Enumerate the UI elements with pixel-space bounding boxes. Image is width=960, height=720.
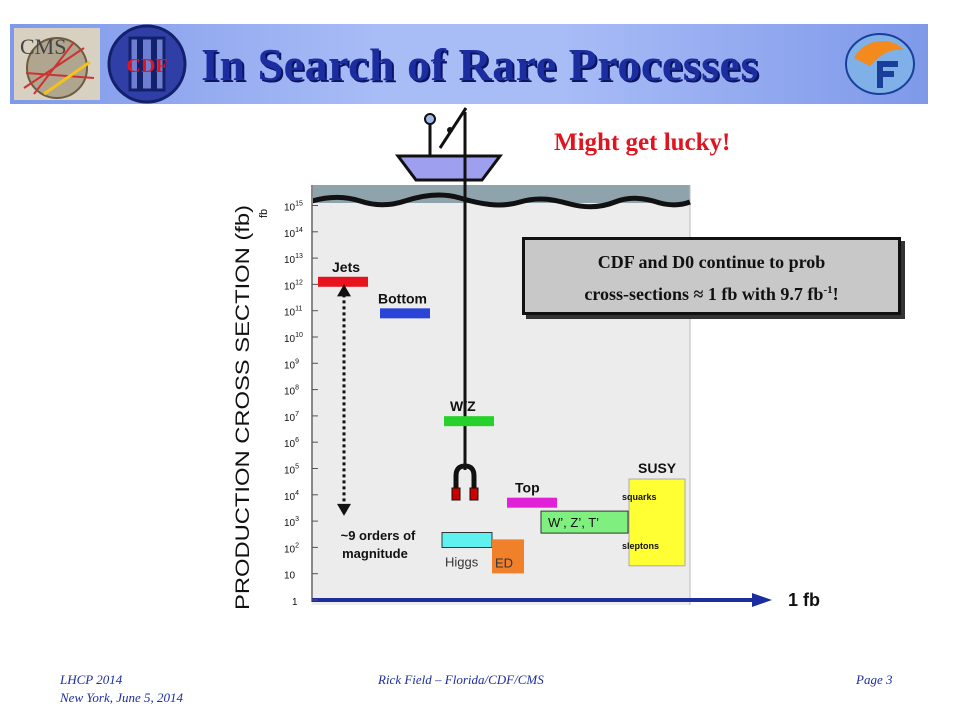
bar-wzt-prime xyxy=(540,510,629,534)
y-tick-label: 103 xyxy=(284,516,299,529)
bar-label: Higgs xyxy=(445,555,479,570)
bar-wz xyxy=(444,416,494,427)
orders-span: ~9 orders of magnitude xyxy=(337,284,416,561)
cdf-logo-text: CDF xyxy=(126,55,167,77)
cms-logo-text: CMS xyxy=(20,34,66,59)
x-axis-arrow xyxy=(752,593,772,607)
span-label-line2: magnitude xyxy=(342,546,408,561)
y-tick-label: 10 xyxy=(284,571,296,582)
boat-icon xyxy=(395,107,503,182)
susy-sublabel: sleptons xyxy=(622,541,659,551)
y-tick-label: 1015 xyxy=(284,201,303,214)
note-line2: cross-sections ≈ 1 fb with 9.7 fb-1! xyxy=(525,276,898,308)
note-line2-suffix: ! xyxy=(832,284,839,304)
footer-author: Rick Field – Florida/CDF/CMS xyxy=(378,672,544,687)
y-tick-label: 1012 xyxy=(284,279,303,292)
x-axis-end-label: 1 fb xyxy=(788,590,820,610)
bar-label: W’, Z’, T’ xyxy=(548,515,599,530)
bar-label: SUSY xyxy=(638,460,677,476)
bar-jets xyxy=(318,276,368,287)
span-label-line1: ~9 orders of xyxy=(341,528,416,543)
y-tick-label: 1013 xyxy=(284,253,303,266)
y-tick-label: 104 xyxy=(284,490,299,503)
bar-ed xyxy=(492,539,524,574)
footer-page: Page 3 xyxy=(856,672,893,687)
y-tick-label: 1011 xyxy=(284,306,302,319)
bar-label: Bottom xyxy=(378,290,427,306)
bar-label: W/Z xyxy=(450,398,476,414)
bar-label: ED xyxy=(495,555,513,570)
note-box: CDF and D0 continue to prob cross-sectio… xyxy=(522,237,901,315)
footer-place-date: New York, June 5, 2014 xyxy=(60,690,184,705)
y-axis-unit: fb xyxy=(258,209,270,218)
note-line2-sup: -1 xyxy=(823,284,833,296)
slide-title: In Search of Rare Processes xyxy=(201,39,759,90)
y-tick-label: 1014 xyxy=(284,227,303,240)
bar-top xyxy=(507,497,557,508)
cdf-logo: CDF xyxy=(104,24,190,104)
bar-bottom xyxy=(380,308,430,319)
y-tick-label: 107 xyxy=(284,411,299,424)
bar-susy xyxy=(628,478,686,567)
y-tick-label: 1010 xyxy=(284,332,303,345)
y-axis-label: PRODUCTION CROSS SECTION (fb) xyxy=(233,205,254,610)
bar-label: Jets xyxy=(332,259,360,275)
bar-label: Top xyxy=(515,480,540,496)
y-tick-label: 1 xyxy=(292,597,298,608)
susy-sublabel: squarks xyxy=(622,492,657,502)
uf-logo: UF xyxy=(840,28,920,100)
y-tick-label: 102 xyxy=(284,542,299,555)
sea-surface xyxy=(311,192,691,210)
y-tick-label: 106 xyxy=(284,437,299,450)
y-tick-label: 109 xyxy=(284,358,299,371)
footer-conference: LHCP 2014 xyxy=(60,672,123,687)
lucky-annotation: Might get lucky! xyxy=(554,129,731,156)
note-line1: CDF and D0 continue to prob xyxy=(597,252,826,272)
bar-higgs xyxy=(441,532,493,549)
y-tick-label: 105 xyxy=(284,464,299,477)
cms-logo: CMS xyxy=(14,28,100,100)
magnet-icon xyxy=(451,463,479,501)
y-tick-label: 108 xyxy=(284,385,299,398)
note-line2-prefix: cross-sections ≈ 1 fb with 9.7 fb xyxy=(584,284,824,304)
